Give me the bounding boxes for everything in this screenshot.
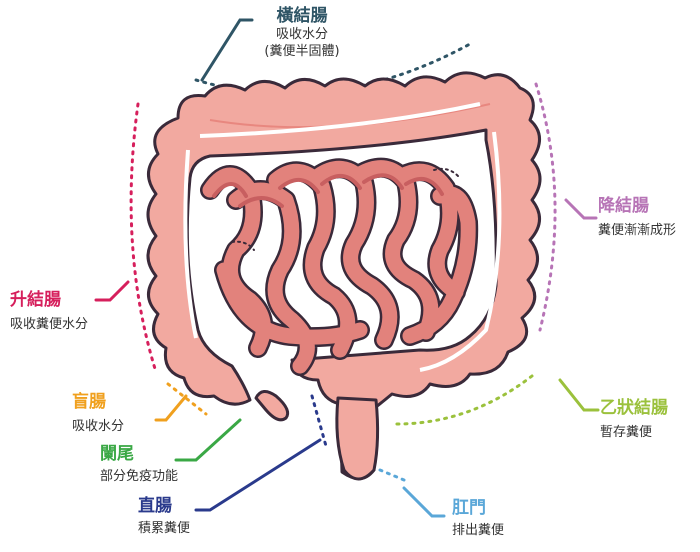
desc-ascending-colon: 吸收糞便水分 bbox=[10, 317, 89, 333]
title-rectum: 直腸 bbox=[138, 496, 172, 516]
label-ascending-colon: 升結腸 吸收糞便水分 bbox=[10, 290, 88, 334]
dots-sigmoid bbox=[394, 374, 534, 426]
title-sigmoid-colon: 乙狀結腸 bbox=[600, 398, 668, 418]
dots-cecum bbox=[166, 382, 208, 416]
label-appendix: 闌尾 部分免疫功能 bbox=[100, 444, 178, 486]
title-transverse-colon: 橫結腸 bbox=[276, 6, 328, 26]
desc-transverse-colon: 吸收水分 bbox=[275, 27, 328, 43]
dots-anus bbox=[378, 468, 406, 482]
leader-ascending bbox=[94, 280, 130, 302]
large-intestine bbox=[146, 71, 542, 481]
label-rectum: 直腸 積累糞便 bbox=[138, 496, 190, 538]
leader-descending bbox=[564, 198, 598, 220]
desc-descending-colon: 糞便漸漸成形 bbox=[598, 223, 677, 239]
desc-rectum: 積累糞便 bbox=[138, 521, 191, 537]
title-appendix: 闌尾 bbox=[100, 444, 134, 464]
small-intestine bbox=[200, 157, 479, 376]
label-descending-colon: 降結腸 糞便漸漸成形 bbox=[598, 196, 676, 240]
dots-descending bbox=[534, 82, 557, 332]
leader-cecum bbox=[154, 394, 188, 422]
label-cecum: 盲腸 吸收水分 bbox=[72, 392, 124, 436]
rectum-shape bbox=[335, 396, 380, 481]
leader-transverse bbox=[200, 18, 254, 82]
dots-rectum bbox=[310, 394, 328, 448]
title-anus: 肛門 bbox=[452, 498, 486, 518]
title-descending-colon: 降結腸 bbox=[598, 196, 649, 216]
leader-anus bbox=[402, 486, 446, 518]
title-ascending-colon: 升結腸 bbox=[10, 290, 61, 310]
desc-anus: 排出糞便 bbox=[452, 523, 505, 539]
desc-cecum: 吸收水分 bbox=[72, 419, 125, 435]
small-intestine-fill bbox=[202, 160, 476, 374]
desc-sigmoid-colon: 暫存糞便 bbox=[600, 425, 653, 441]
label-transverse-colon: 橫結腸 吸收水分 (糞便半固體) bbox=[254, 6, 350, 60]
leader-rectum bbox=[194, 438, 322, 512]
appendix-shape bbox=[254, 390, 290, 422]
small-intestine-shade bbox=[212, 173, 444, 208]
label-anus: 肛門 排出糞便 bbox=[452, 498, 504, 540]
leader-sigmoid bbox=[558, 378, 600, 412]
desc-appendix: 部分免疫功能 bbox=[100, 469, 179, 485]
title-cecum: 盲腸 bbox=[72, 392, 106, 412]
desc2-transverse-colon: (糞便半固體) bbox=[264, 43, 340, 59]
label-sigmoid-colon: 乙狀結腸 暫存糞便 bbox=[600, 398, 668, 442]
leader-appendix bbox=[174, 418, 242, 462]
